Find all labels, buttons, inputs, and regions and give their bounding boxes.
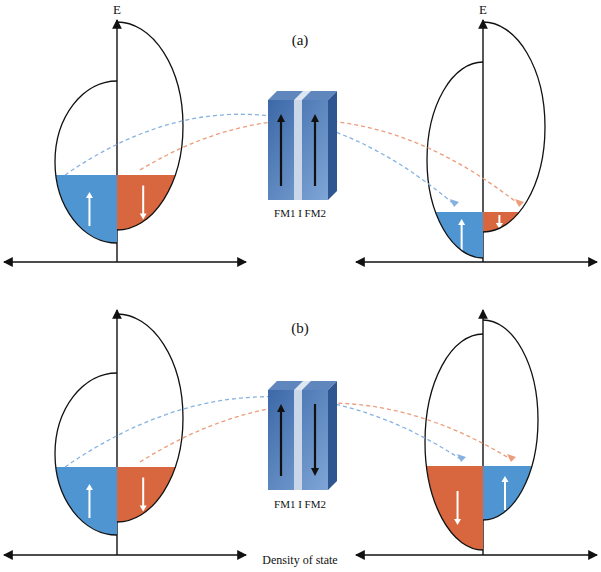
dos-curve [483,320,538,520]
panel-label: (a) [292,32,309,49]
spin-arrow [461,223,463,251]
spin-arrow [88,196,90,226]
spin-arrowhead [86,192,93,198]
spin-arrow [142,186,144,216]
filled-states [426,466,483,550]
dos-curve [117,314,183,522]
axis-label: E [479,3,487,17]
spin-arrow [457,491,459,521]
tunneling-arrowhead [507,454,516,462]
layer-label: FM1 I FM2 [274,498,326,510]
filled-states [436,212,483,258]
spin-arrowhead [458,219,465,225]
spin-arrow [504,480,506,510]
dos-curve [117,22,183,230]
dos-axis [4,261,246,262]
tunneling-arrowhead [457,454,466,462]
tunneling-arrowhead [450,199,459,207]
mtj-icon [268,91,337,200]
filled-states [117,467,175,522]
spin-arrowhead [86,484,93,490]
spin-arrowhead [501,476,508,482]
dos-axis [356,261,597,262]
tunneling-path [65,114,455,205]
tunneling-path [65,397,462,467]
dos-curve [427,62,483,258]
filled-states [483,212,519,232]
filled-states [483,466,532,520]
layer-label: FM1 I FM2 [274,207,326,219]
spin-arrowhead [454,519,461,525]
panel-label: (b) [291,320,309,337]
spin-arrow [88,488,90,518]
mtj-icon [268,381,337,490]
tunneling-arrowhead [515,199,524,207]
filled-states [117,175,175,230]
dos-curve [425,334,483,550]
dos-axis [356,554,597,555]
axis-label: E [113,3,121,17]
spin-arrow [142,478,144,508]
spin-arrowhead [140,214,147,220]
spin-arrowhead [140,506,147,512]
axis-title: Density of state [262,554,337,567]
dos-axis [4,554,246,555]
